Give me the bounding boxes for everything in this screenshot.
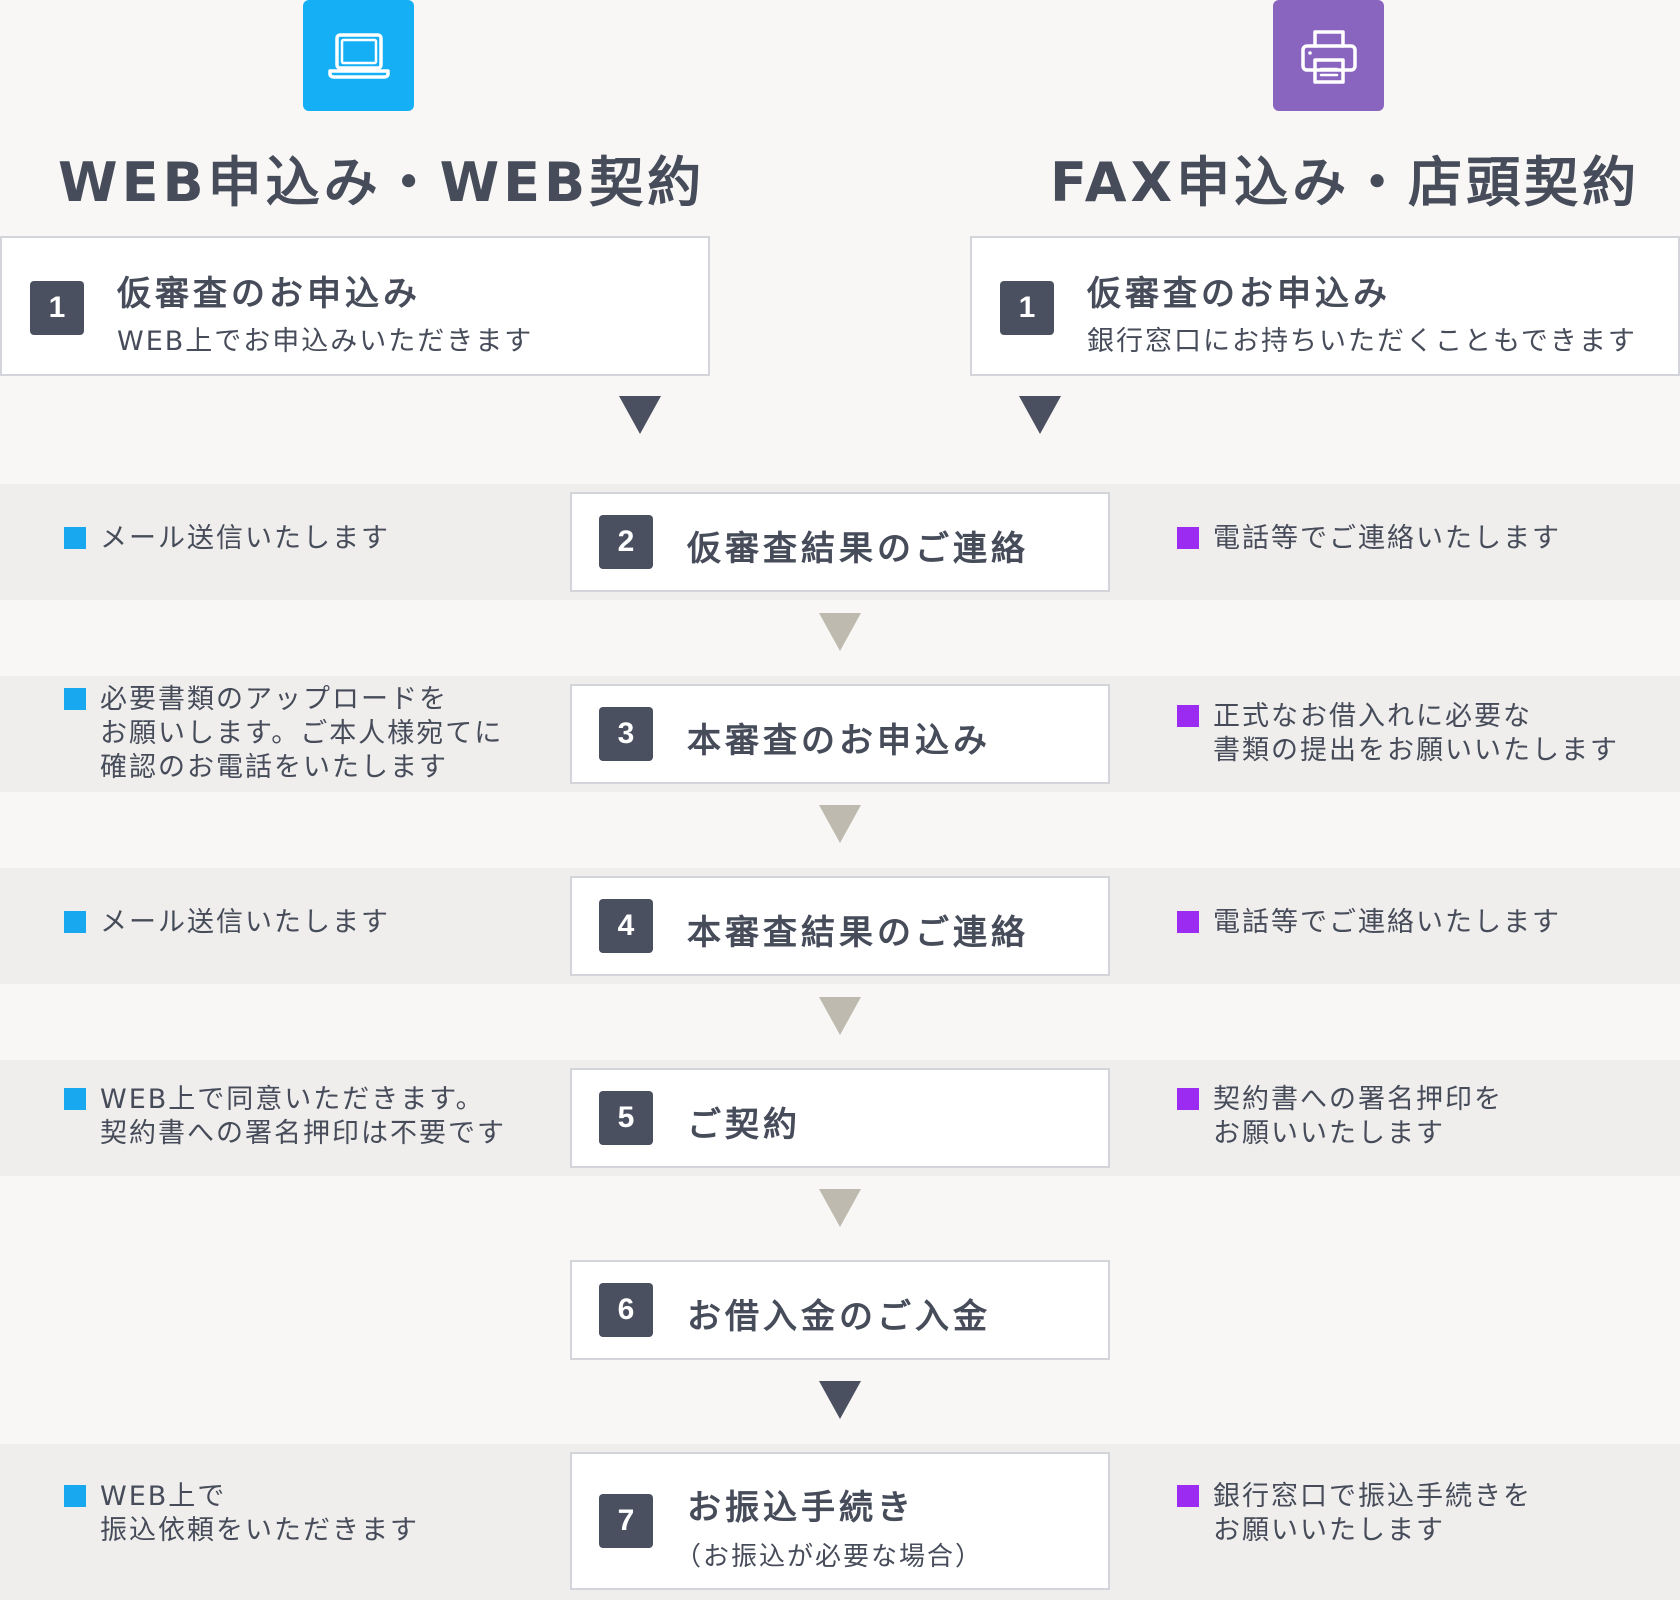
step-note: （お振込が必要な場合） xyxy=(675,1542,984,1572)
web-note: メール送信いたします xyxy=(64,906,390,940)
step-1-fax-card: 1 仮審査のお申込み 銀行窓口にお持ちいただくこともできます xyxy=(970,236,1680,376)
fax-marker xyxy=(1177,705,1199,727)
flow-arrow xyxy=(819,1189,861,1227)
web-note: 必要書類のアップロードを お願いします。ご本人様宛てに 確認のお電話をいたします xyxy=(64,683,503,785)
step-title: 仮審査のお申込み xyxy=(1087,274,1391,314)
step-5-card: 5 ご契約 xyxy=(570,1068,1110,1168)
web-icon-tile xyxy=(303,0,414,111)
step-title: ご契約 xyxy=(687,1105,801,1145)
step-subtitle: 銀行窓口にお持ちいただくこともできます xyxy=(1087,326,1637,357)
web-note: メール送信いたします xyxy=(64,522,390,556)
web-marker xyxy=(64,1485,86,1507)
step-number-badge: 5 xyxy=(599,1091,653,1145)
step-title: お借入金のご入金 xyxy=(687,1297,991,1337)
step-6-card: 6 お借入金のご入金 xyxy=(570,1260,1110,1360)
fax-marker xyxy=(1177,527,1199,549)
flow-arrow xyxy=(819,613,861,651)
step-number-badge: 3 xyxy=(599,707,653,761)
step-title: 仮審査結果のご連絡 xyxy=(687,529,1029,569)
step-number-badge: 1 xyxy=(30,281,84,335)
step-4-card: 4 本審査結果のご連絡 xyxy=(570,876,1110,976)
fax-note: 正式なお借入れに必要な 書類の提出をお願いいたします xyxy=(1177,700,1619,768)
fax-column-title: FAX申込み・店頭契約 xyxy=(1050,151,1641,214)
step-7-card: 7 お振込手続き （お振込が必要な場合） xyxy=(570,1452,1110,1590)
flow-arrow-web xyxy=(619,396,661,434)
laptop-icon xyxy=(327,32,390,79)
step-title: 本審査結果のご連絡 xyxy=(687,913,1029,953)
web-marker xyxy=(64,688,86,710)
step-number-badge: 2 xyxy=(599,515,653,569)
web-note: WEB上で同意いただきます。 契約書への署名押印は不要です xyxy=(64,1083,506,1151)
web-marker xyxy=(64,911,86,933)
flow-arrow xyxy=(819,997,861,1035)
fax-marker xyxy=(1177,1485,1199,1507)
step-1-web-card: 1 仮審査のお申込み WEB上でお申込みいただきます xyxy=(0,236,710,376)
fax-note: 銀行窓口で振込手続きを お願いいたします xyxy=(1177,1480,1532,1548)
step-number-badge: 6 xyxy=(599,1283,653,1337)
flow-arrow xyxy=(819,805,861,843)
web-marker xyxy=(64,1088,86,1110)
fax-note: 電話等でご連絡いたします xyxy=(1177,906,1561,940)
fax-note: 電話等でご連絡いたします xyxy=(1177,522,1561,556)
step-3-card: 3 本審査のお申込み xyxy=(570,684,1110,784)
step-subtitle: WEB上でお申込みいただきます xyxy=(117,326,534,357)
web-note: WEB上で 振込依頼をいただきます xyxy=(64,1480,419,1548)
step-title: 本審査のお申込み xyxy=(687,721,991,761)
web-marker xyxy=(64,527,86,549)
fax-marker xyxy=(1177,911,1199,933)
step-number-badge: 7 xyxy=(599,1494,653,1548)
fax-marker xyxy=(1177,1088,1199,1110)
step-title: お振込手続き xyxy=(687,1488,915,1528)
step-2-card: 2 仮審査結果のご連絡 xyxy=(570,492,1110,592)
flow-arrow xyxy=(819,1381,861,1419)
fax-note: 契約書への署名押印を お願いいたします xyxy=(1177,1083,1503,1151)
web-column-title: WEB申込み・WEB契約 xyxy=(58,151,706,214)
step-number-badge: 4 xyxy=(599,899,653,953)
printer-icon xyxy=(1300,29,1357,84)
step-number-badge: 1 xyxy=(1000,281,1054,335)
flow-arrow-fax xyxy=(1019,396,1061,434)
step-title: 仮審査のお申込み xyxy=(117,274,421,314)
fax-icon-tile xyxy=(1273,0,1384,111)
